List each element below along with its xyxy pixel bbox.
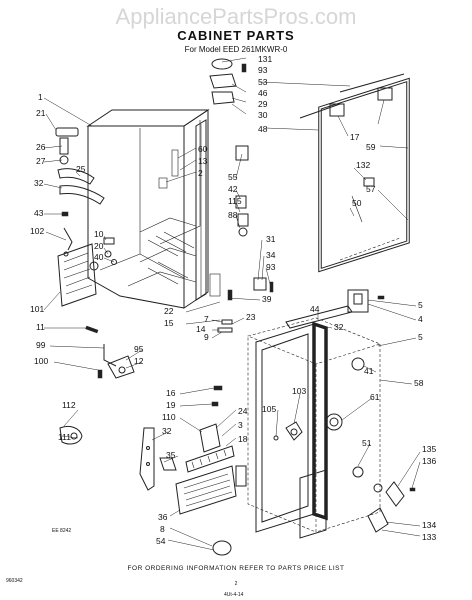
callout-32: 32 [334, 322, 344, 332]
callout-12: 12 [134, 356, 144, 366]
callout-numbers: 131 93 53 46 29 30 48 17 59 132 57 50 1 … [30, 54, 436, 546]
callout-30: 30 [258, 110, 268, 120]
caster-112 [59, 425, 83, 445]
callout-21: 21 [36, 108, 46, 118]
refrigerator-door [247, 305, 381, 539]
callout-57: 57 [366, 184, 376, 194]
freezer-door-gasket [299, 73, 410, 273]
callout-31: 31 [266, 234, 276, 244]
lower-hinge-bracket [139, 385, 247, 556]
top-hinge-assembly [209, 58, 247, 105]
page-number: 2 [235, 581, 238, 587]
callout-105: 105 [262, 404, 276, 414]
callout-42: 42 [228, 184, 238, 194]
watermark: AppliancePartsPros.com [116, 4, 357, 29]
callout-17: 17 [350, 132, 360, 142]
callout-135: 135 [422, 444, 436, 454]
callout-13: 13 [198, 156, 208, 166]
callout-36: 36 [158, 512, 168, 522]
callout-133: 133 [422, 532, 436, 542]
callout-132: 132 [356, 160, 370, 170]
callout-9: 9 [204, 332, 209, 342]
callout-101: 101 [30, 304, 44, 314]
right-side-parts [325, 289, 416, 533]
callout-95: 95 [134, 344, 144, 354]
callout-10: 10 [94, 229, 104, 239]
callout-24: 24 [238, 406, 248, 416]
callout-100: 100 [34, 356, 48, 366]
callout-20: 20 [94, 241, 104, 251]
callout-40: 40 [94, 252, 104, 262]
callout-99: 99 [36, 340, 46, 350]
callout-134: 134 [422, 520, 436, 530]
callout-50: 50 [352, 198, 362, 208]
callout-4: 4 [418, 314, 423, 324]
callout-46: 46 [258, 88, 268, 98]
cabinet-body [57, 109, 221, 309]
callout-112: 112 [62, 400, 76, 410]
callout-48: 48 [258, 124, 268, 134]
callout-44: 44 [310, 304, 320, 314]
figure-code: EE 8242 [52, 528, 71, 534]
callout-7: 7 [204, 314, 209, 324]
callout-43: 43 [34, 208, 44, 218]
callout-39: 39 [262, 294, 272, 304]
callout-27: 27 [36, 156, 46, 166]
page-subtitle: For Model EED 261MKWR-0 [185, 45, 288, 54]
callout-103: 103 [292, 386, 306, 396]
bottom-left-code: 960342 [6, 578, 23, 584]
callout-11: 11 [36, 322, 45, 332]
callout-111: 111 [58, 432, 71, 442]
callout-131: 131 [258, 54, 272, 64]
callout-29: 29 [258, 99, 268, 109]
callout-34: 34 [266, 250, 276, 260]
page-title: CABINET PARTS [177, 28, 294, 43]
callout-51: 51 [362, 438, 372, 448]
ordering-footer: FOR ORDERING INFORMATION REFER TO PARTS … [128, 565, 345, 572]
callout-136: 136 [422, 456, 436, 466]
callout-61: 61 [370, 392, 380, 402]
callout-5: 5 [418, 300, 423, 310]
callout-35: 35 [166, 450, 176, 460]
callout-58: 58 [414, 378, 424, 388]
bottom-code: 4Ut-4-14 [224, 592, 244, 598]
callout-18: 18 [238, 434, 248, 444]
callout-16: 16 [166, 388, 176, 398]
callout-32-lower: 32 [162, 426, 172, 436]
callout-54: 54 [156, 536, 166, 546]
callout-32: 32 [34, 178, 44, 188]
callout-59: 59 [366, 142, 376, 152]
callout-15: 15 [164, 318, 174, 328]
callout-93: 93 [258, 65, 268, 75]
callout-8: 8 [160, 524, 165, 534]
callout-110: 110 [162, 412, 176, 422]
callout-55: 55 [228, 172, 238, 182]
center-brackets [217, 145, 274, 333]
callout-102: 102 [30, 226, 44, 236]
callout-60: 60 [198, 144, 208, 154]
callout-41: 41 [364, 366, 374, 376]
callout-22: 22 [164, 306, 174, 316]
callout-14: 14 [196, 324, 206, 334]
callout-23: 23 [246, 312, 256, 322]
leader-lines [43, 57, 421, 551]
leveling-leg [107, 355, 135, 379]
callout-93: 93 [266, 262, 276, 272]
callout-88: 88 [228, 210, 238, 220]
callout-25: 25 [76, 164, 86, 174]
callout-3: 3 [238, 420, 243, 430]
callout-5-lower: 5 [418, 332, 423, 342]
callout-1: 1 [38, 92, 43, 102]
callout-19: 19 [166, 400, 176, 410]
callout-53: 53 [258, 77, 268, 87]
callout-2: 2 [198, 168, 203, 178]
callout-26: 26 [36, 142, 46, 152]
left-screws [61, 211, 117, 379]
callout-115: 115 [228, 196, 242, 206]
